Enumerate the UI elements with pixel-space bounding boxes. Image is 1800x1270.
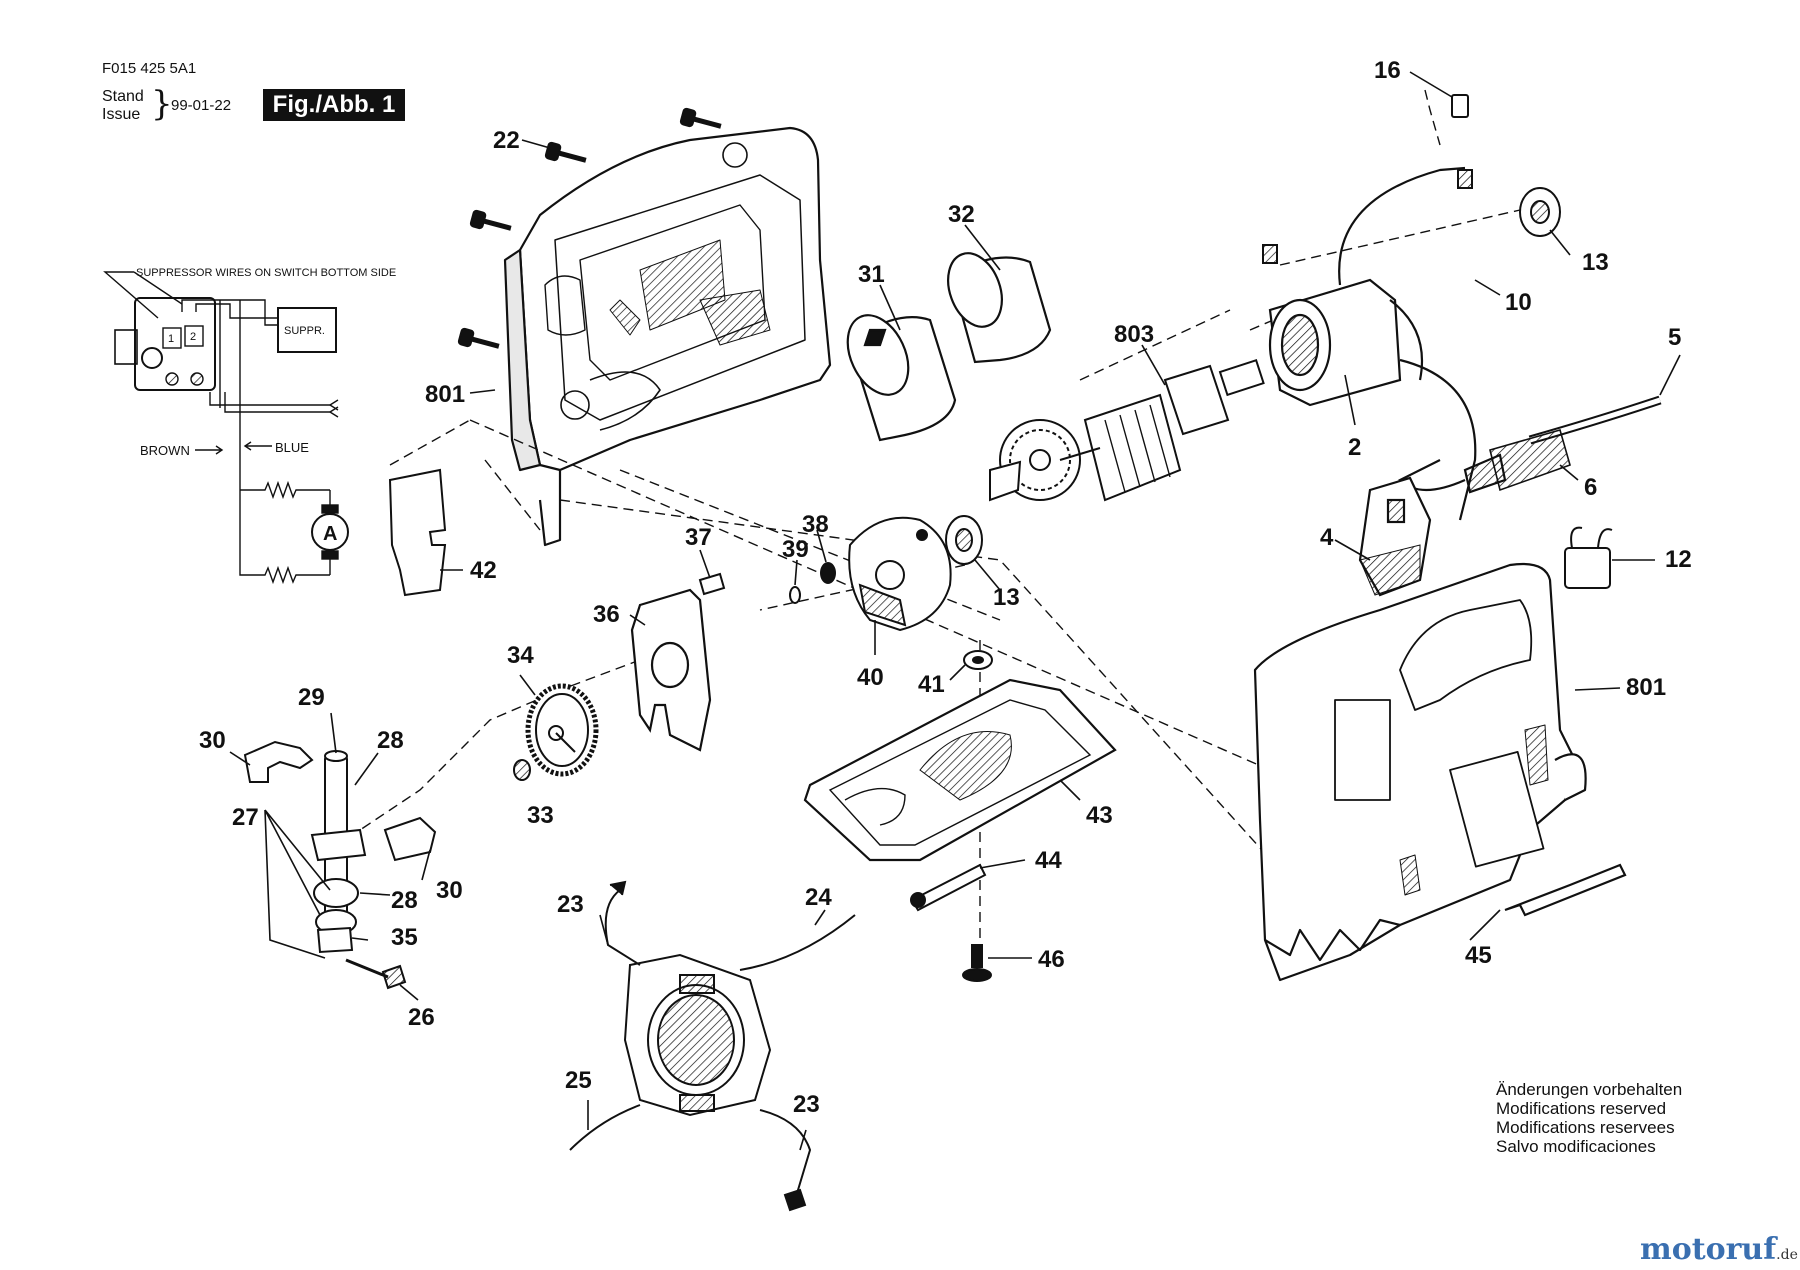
- label-29: 29: [298, 684, 325, 711]
- label-2: 2: [1348, 434, 1361, 461]
- label-801-right: 801: [1626, 674, 1666, 701]
- part-31-sleeve: [846, 314, 957, 442]
- part-43-base-plate: [803, 678, 1117, 862]
- note-de: Änderungen vorbehalten: [1496, 1080, 1683, 1099]
- part-46-screw: [962, 944, 992, 982]
- part-37-pin: [698, 572, 726, 596]
- label-803: 803: [1114, 321, 1154, 348]
- label-25: 25: [565, 1067, 592, 1094]
- doc-code: F015 425 5A1: [102, 60, 197, 77]
- label-42: 42: [470, 557, 497, 584]
- housing-left-half: [503, 126, 832, 547]
- suppressor-label: SUPPR.: [284, 325, 325, 337]
- label-37: 37: [685, 524, 712, 551]
- part-42-plate: [388, 468, 447, 597]
- label-46: 46: [1038, 946, 1065, 973]
- part-2-field-coil: [1268, 166, 1477, 521]
- suppressor-note: SUPPRESSOR WIRES ON SWITCH BOTTOM SIDE: [136, 267, 396, 279]
- part-803-armature: [989, 358, 1265, 502]
- label-23-top: 23: [557, 891, 584, 918]
- label-12: 12: [1665, 546, 1692, 573]
- note-fr: Modifications reservees: [1496, 1118, 1675, 1137]
- label-13-top: 13: [1582, 249, 1609, 276]
- issue-label: Issue: [102, 106, 141, 123]
- part-4-switch: [1358, 476, 1432, 597]
- label-36: 36: [593, 601, 620, 628]
- label-24: 24: [805, 884, 832, 911]
- brown-label: BROWN: [140, 443, 190, 458]
- stand-label: Stand: [102, 88, 144, 105]
- label-10: 10: [1505, 289, 1532, 316]
- part-44-lever: [910, 863, 987, 912]
- terminal-1: 1: [168, 333, 174, 345]
- label-32: 32: [948, 201, 975, 228]
- label-35: 35: [391, 924, 418, 951]
- label-5: 5: [1668, 324, 1681, 351]
- wiring-schematic: SUPPRESSOR WIRES ON SWITCH BOTTOM SIDE 1…: [103, 267, 396, 585]
- label-30-bottom: 30: [436, 877, 463, 904]
- label-22: 22: [493, 127, 520, 154]
- label-34: 34: [507, 642, 534, 669]
- label-28-bottom: 28: [391, 887, 418, 914]
- label-38: 38: [802, 511, 829, 538]
- suppressor-box: [277, 307, 337, 353]
- terminal-2: 2: [190, 331, 196, 343]
- label-801-left: 801: [425, 381, 465, 408]
- part-labels: 16 22 32 31 13 10 803 5 801 2 6 42 37 38…: [199, 57, 1692, 1118]
- label-40: 40: [857, 664, 884, 691]
- note-es: Salvo modificaciones: [1496, 1137, 1656, 1156]
- label-33: 33: [527, 802, 554, 829]
- label-16: 16: [1374, 57, 1401, 84]
- watermark-text: motoruf: [1640, 1232, 1777, 1267]
- label-4: 4: [1320, 524, 1334, 551]
- issue-date: 99-01-22: [171, 97, 232, 114]
- parts-38-39-washers: [789, 562, 836, 604]
- motor-symbol: [311, 513, 349, 551]
- part-10-clip: [1262, 244, 1278, 264]
- label-43: 43: [1086, 802, 1113, 829]
- part-5-cord: [1398, 395, 1662, 494]
- label-44: 44: [1035, 847, 1062, 874]
- part-13-bearing-top: [1519, 187, 1561, 237]
- switch-body: [134, 297, 216, 391]
- label-28-top: 28: [377, 727, 404, 754]
- part-36-plate: [630, 588, 712, 752]
- housing-right-half: [1253, 562, 1587, 982]
- watermark-logo: motoruf.de: [1640, 1232, 1798, 1267]
- leader-lines: [229, 71, 1681, 1151]
- label-31: 31: [858, 261, 885, 288]
- label-41: 41: [918, 671, 945, 698]
- part-40-bearing-shield: [848, 516, 952, 632]
- plunger-assembly: [243, 740, 437, 990]
- label-39: 39: [782, 536, 809, 563]
- label-30-top: 30: [199, 727, 226, 754]
- part-33-roller: [513, 759, 531, 781]
- part-32-sleeve: [947, 252, 1052, 364]
- part-12-capacitor: [1564, 526, 1613, 589]
- part-34-gear: [525, 683, 599, 777]
- part-45-hex-key: [1504, 863, 1627, 917]
- watermark-suffix: .de: [1776, 1247, 1798, 1263]
- motor-label: A: [323, 523, 337, 545]
- label-6: 6: [1584, 474, 1597, 501]
- part-41-washer: [963, 650, 993, 670]
- label-45: 45: [1465, 942, 1492, 969]
- part-16-brush: [1451, 94, 1473, 189]
- brush-carriers: [569, 880, 856, 1212]
- blue-label: BLUE: [275, 440, 309, 455]
- label-26: 26: [408, 1004, 435, 1031]
- label-23-bottom: 23: [793, 1091, 820, 1118]
- figure-label: Fig./Abb. 1: [263, 89, 405, 121]
- part-13-bearing-small: [945, 515, 983, 565]
- note-en: Modifications reserved: [1496, 1099, 1667, 1118]
- brace: }: [151, 84, 173, 124]
- label-27: 27: [232, 804, 259, 831]
- label-13-bottom: 13: [993, 584, 1020, 611]
